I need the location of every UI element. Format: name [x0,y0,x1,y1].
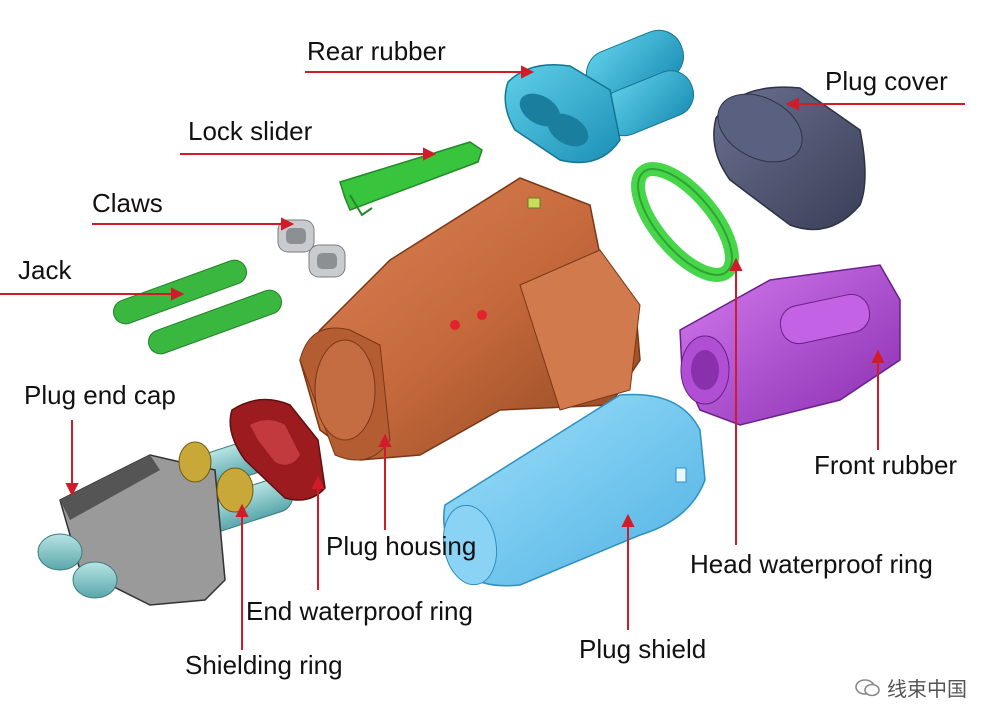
label-end-waterproof-ring: End waterproof ring [246,596,473,626]
label-lock-slider: Lock slider [188,116,313,146]
leader-lock-slider [180,147,437,161]
label-plug-cover: Plug cover [825,66,948,96]
wechat-icon [855,678,880,696]
label-jack: Jack [18,255,72,285]
plug-housing-part [299,177,641,461]
leader-rear-rubber [305,65,535,79]
plug-shield-part [442,393,706,587]
leader-plug-end-cap [65,420,79,497]
label-plug-shield: Plug shield [579,634,707,664]
label-plug-end-cap: Plug end cap [24,380,176,410]
leader-shielding-ring [235,503,249,650]
label-shielding-ring: Shielding ring [185,650,343,680]
leader-plug-housing [378,433,392,530]
jack-part [112,259,283,355]
shielding-ring-part [178,441,254,513]
lock-slider-part [339,141,483,217]
watermark-text: 线束中国 [887,677,967,701]
end-waterproof-ring-part [229,398,326,501]
claws-part [277,219,346,278]
leader-head-waterproof-ring [729,257,743,545]
leader-front-rubber [871,349,885,450]
leader-lines [0,65,965,650]
leader-plug-cover [785,97,965,111]
leader-end-waterproof-ring [311,475,325,590]
label-head-waterproof-ring: Head waterproof ring [690,549,933,579]
leader-jack [0,287,185,301]
label-rear-rubber: Rear rubber [307,36,446,66]
watermark: 线束中国 [855,673,967,702]
head-waterproof-ring-part [631,162,739,282]
label-plug-housing: Plug housing [326,531,477,561]
front-rubber-part [679,264,901,426]
label-front-rubber: Front rubber [814,450,958,480]
plug-cover-part [713,86,866,231]
leader-claws [92,217,295,231]
rear-rubber-part [504,29,695,164]
label-claws: Claws [92,188,163,218]
leader-plug-shield [621,513,635,630]
